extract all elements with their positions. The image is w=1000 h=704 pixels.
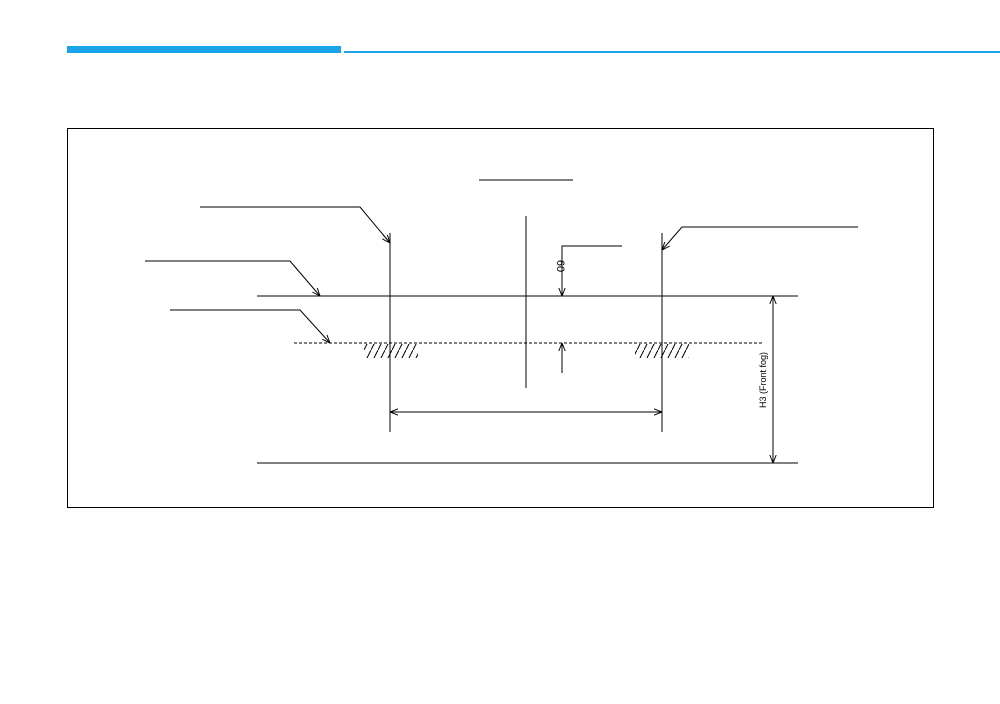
dimension-60-label: 60 xyxy=(554,260,566,272)
right-hatch-area xyxy=(635,344,689,358)
diagram-frame xyxy=(67,128,934,508)
leader-horizontal-line xyxy=(145,260,320,296)
header-accent-bar xyxy=(67,46,341,53)
leader-left-lamp-center xyxy=(200,206,390,243)
dimension-60-leader xyxy=(562,245,622,296)
leader-right-lamp-center xyxy=(662,226,858,250)
h3-dimension-label: H3 (Front fog) xyxy=(758,352,768,408)
header-rule xyxy=(344,51,1000,53)
left-hatch-area xyxy=(364,344,418,358)
leader-cutoff-line xyxy=(170,309,330,343)
